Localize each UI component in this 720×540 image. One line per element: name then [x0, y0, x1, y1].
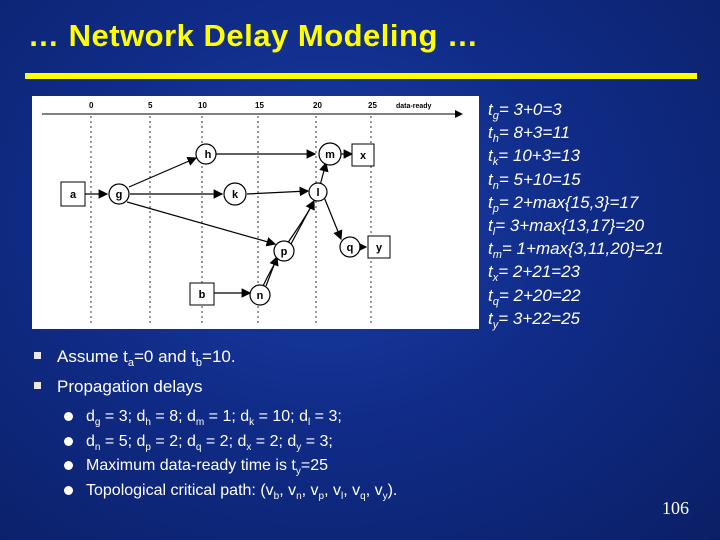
node-q-circle: q — [339, 236, 361, 258]
node-k-label: k — [232, 189, 239, 201]
node-b-label: b — [199, 289, 206, 301]
node-a-label: a — [70, 189, 77, 201]
axis-tick-15: 15 — [255, 101, 264, 110]
page-number: 106 — [662, 498, 689, 518]
square-bullet-icon — [34, 382, 41, 390]
equation-y: ty= 3+22=25 — [488, 308, 581, 331]
round-bullet-icon — [64, 412, 73, 421]
round-bullet-icon — [64, 436, 73, 446]
square-bullet-icon — [34, 352, 41, 360]
equation-x: tx= 2+21=23 — [488, 262, 581, 285]
equation-n: tn= 5+10=15 — [488, 169, 581, 192]
node-x-label: x — [360, 150, 367, 162]
node-k-circle: k — [223, 182, 247, 206]
node-p-circle: p — [273, 240, 295, 262]
axis-tick-10: 10 — [198, 101, 207, 110]
delay-graph-figure: 0 5 10 15 20 25 data-ready — [32, 96, 479, 329]
node-l-label: l — [316, 187, 319, 199]
node-n-label: n — [257, 290, 264, 302]
equation-m: tm= 1+max{3,11,20}=21 — [488, 239, 664, 262]
node-h-circle: h — [195, 143, 217, 165]
bullet-assume: Assume ta=0 and tb=10. — [34, 347, 236, 369]
axis-tick-20: 20 — [313, 101, 322, 110]
axis-tick-5: 5 — [148, 101, 153, 110]
node-b-box: b — [189, 282, 215, 306]
node-a-box: a — [60, 181, 86, 207]
bullet-propagation: Propagation delays — [34, 377, 203, 397]
node-x-box: x — [351, 143, 375, 167]
node-y-box: y — [367, 235, 391, 259]
round-bullet-icon — [64, 461, 73, 470]
axis-label: data-ready — [396, 103, 432, 110]
node-g-circle: g — [108, 183, 130, 205]
equation-q: tq= 2+20=22 — [488, 285, 581, 308]
node-n-circle: n — [249, 284, 271, 306]
node-m-circle: m — [318, 142, 342, 166]
round-bullet-icon — [64, 485, 73, 495]
node-m-label: m — [325, 149, 335, 161]
axis-tick-25: 25 — [368, 101, 377, 110]
sub-bullet-critical-path: Topological critical path: (vb, vn, vp, … — [64, 479, 397, 504]
equation-l: tl= 3+max{13,17}=20 — [488, 216, 645, 239]
equation-p: tp= 2+max{15,3}=17 — [488, 192, 639, 215]
title-underline — [25, 73, 697, 79]
equation-k: tk= 10+3=13 — [488, 146, 581, 169]
node-l-circle: l — [308, 182, 328, 202]
equation-h: th= 8+3=11 — [488, 123, 570, 146]
equation-list: tg= 3+0=3 th= 8+3=11 tk= 10+3=13 tn= 5+1… — [488, 98, 664, 330]
sub-bullet-delays-1: dg = 3; dh = 8; dm = 1; dk = 10; dl = 3; — [64, 405, 397, 430]
delay-graph: 0 5 10 15 20 25 data-ready — [42, 101, 463, 324]
slide-title: … Network Delay Modeling … — [28, 18, 479, 53]
axis-tick-0: 0 — [89, 101, 94, 110]
propagation-sub-bullets: dg = 3; dh = 8; dm = 1; dk = 10; dl = 3;… — [64, 405, 397, 503]
sub-bullet-delays-2: dn = 5; dp = 2; dq = 2; dx = 2; dy = 3; — [64, 430, 397, 455]
sub-bullet-max-time: Maximum data-ready time is ty=25 — [64, 454, 397, 479]
node-h-label: h — [205, 149, 212, 161]
node-y-label: y — [376, 242, 383, 254]
node-g-label: g — [116, 189, 123, 201]
graph-edges — [85, 149, 368, 298]
node-p-label: p — [281, 246, 288, 258]
equation-g: tg= 3+0=3 — [488, 100, 562, 122]
node-q-label: q — [347, 242, 354, 254]
